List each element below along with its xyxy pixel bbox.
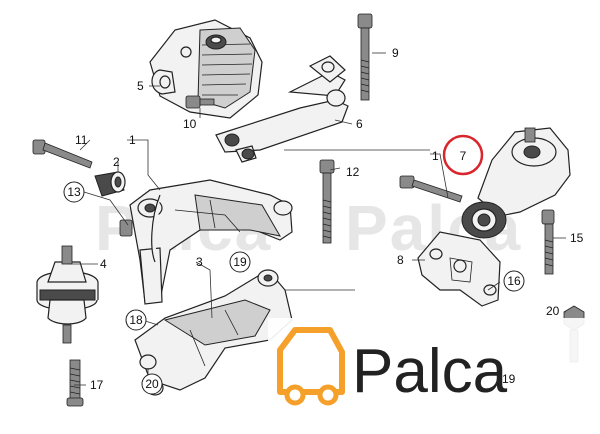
label-3: 3 <box>196 255 203 269</box>
label-8: 8 <box>397 253 404 267</box>
circled-label-20: 20 <box>141 373 163 395</box>
part-1-bracket <box>119 179 293 305</box>
label-4: 4 <box>100 257 107 271</box>
svg-text:19: 19 <box>233 255 247 269</box>
label-10: 10 <box>183 117 197 131</box>
circled-label-19: 19 <box>229 251 251 273</box>
label-11: 11 <box>75 133 88 147</box>
circled-label-13: 13 <box>63 181 85 203</box>
part-7-rear-mount <box>461 127 571 239</box>
label-17: 17 <box>90 378 104 392</box>
svg-text:13: 13 <box>67 185 81 199</box>
part-4-engine-mount <box>36 245 99 344</box>
label-9: 9 <box>392 46 399 60</box>
label-12: 12 <box>346 165 360 179</box>
part-17-bolt <box>66 359 84 407</box>
part-2-bushing <box>94 171 126 197</box>
part-9-bolt <box>357 13 373 101</box>
part-7-bolt <box>399 175 463 203</box>
svg-text:20: 20 <box>145 377 159 391</box>
part-15-bolt <box>541 209 555 275</box>
label-1: 1 <box>129 133 136 147</box>
svg-text:16: 16 <box>507 274 521 288</box>
part-8-plate <box>417 231 501 307</box>
van-icon <box>277 327 345 406</box>
label-20-right: 20 <box>546 304 560 318</box>
logo-text: Palca <box>352 337 508 406</box>
svg-text:18: 18 <box>129 313 143 327</box>
circled-label-18: 18 <box>125 309 147 331</box>
palca-logo: Palca <box>268 318 588 418</box>
svg-text:7: 7 <box>460 149 467 163</box>
label-19-right: 19 <box>502 372 516 386</box>
part-11-bolt <box>32 139 93 169</box>
highlight-label-7: 7 <box>442 134 484 176</box>
label-15: 15 <box>570 231 584 245</box>
part-10-bolt <box>185 95 215 109</box>
part-12-bolt <box>319 159 335 244</box>
part-3-bracket <box>134 269 293 396</box>
label-6: 6 <box>356 117 363 131</box>
part-6-link <box>215 55 349 163</box>
circled-label-16: 16 <box>503 270 525 292</box>
label-5: 5 <box>137 79 144 93</box>
label-2: 2 <box>113 155 120 169</box>
label-1-right: 1 <box>432 149 439 163</box>
